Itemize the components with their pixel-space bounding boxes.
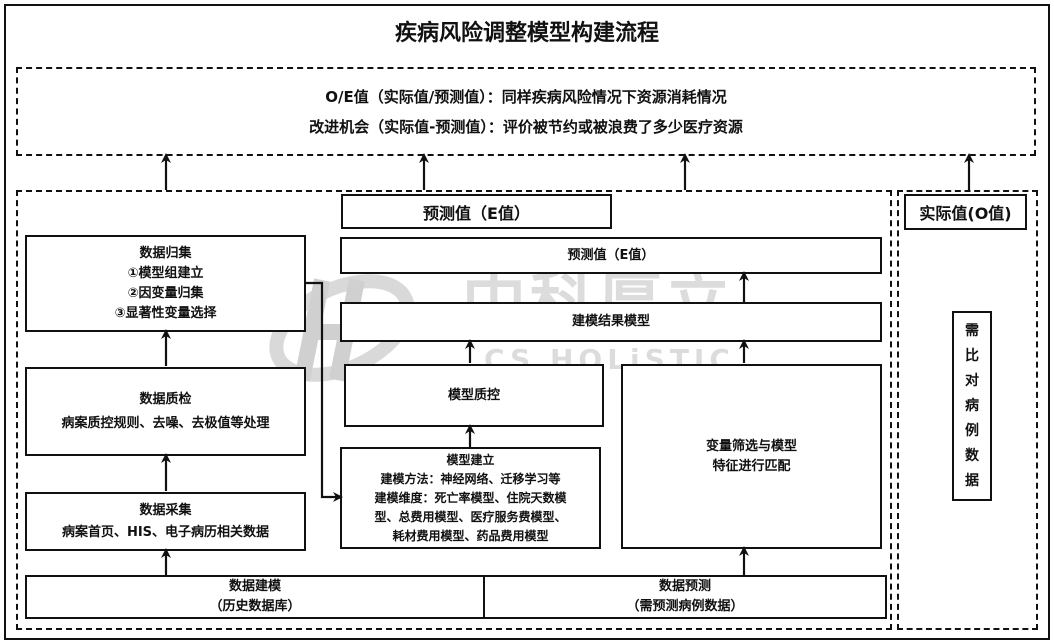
- need-compare-char: 据: [965, 472, 979, 489]
- predicted-value-box: 预测值（E值）: [340, 237, 882, 274]
- oe-value-box: O/E值（实际值/预测值）：同样疾病风险情况下资源消耗情况 改进机会（实际值-预…: [16, 67, 1036, 156]
- data-gathering-title: 数据采集: [139, 502, 192, 518]
- data-prediction-box: 数据预测 （需预测病例数据）: [483, 575, 887, 619]
- model-building-line: 建模方法：神经网络、迁移学习等: [380, 471, 561, 486]
- need-compare-box: 需 比 对 病 例 数 据: [952, 311, 992, 501]
- model-result-box: 建模结果模型: [340, 302, 882, 342]
- need-compare-char: 比: [965, 347, 979, 364]
- need-compare-char: 数: [965, 447, 979, 464]
- actual-value-header: 实际值(O值): [904, 194, 1027, 230]
- data-modeling-box: 数据建模 （历史数据库）: [25, 575, 485, 619]
- data-prediction-title: 数据预测: [658, 579, 711, 594]
- predicted-value-header: 预测值（E值）: [341, 194, 612, 229]
- predicted-section: [16, 190, 892, 630]
- data-collection-item: ②因变量归集: [127, 285, 204, 301]
- oe-ratio-text: O/E值（实际值/预测值）：同样疾病风险情况下资源消耗情况: [325, 87, 727, 106]
- improvement-text: 改进机会（实际值-预测值）：评价被节约或被浪费了多少医疗资源: [309, 117, 743, 136]
- variable-selection-line: 特征进行匹配: [712, 458, 791, 474]
- data-gathering-desc: 病案首页、HIS、电子病历相关数据: [61, 524, 270, 540]
- data-collection-title: 数据归集: [139, 245, 192, 261]
- data-quality-title: 数据质检: [139, 391, 192, 407]
- page-title: 疾病风险调整模型构建流程: [394, 21, 659, 46]
- data-collection-item: ①模型组建立: [127, 265, 204, 281]
- actual-section: [897, 190, 1038, 630]
- model-building-title: 模型建立: [446, 452, 495, 467]
- connector-arrow: [306, 281, 343, 502]
- model-building-box: 模型建立 建模方法：神经网络、迁移学习等 建模维度：死亡率模型、住院天数模 型、…: [340, 447, 601, 549]
- need-compare-char: 病: [965, 397, 979, 414]
- need-compare-char: 对: [965, 372, 979, 389]
- model-building-line: 耗材费用模型、药品费用模型: [392, 528, 549, 543]
- data-prediction-sub: （需预测病例数据）: [626, 599, 744, 614]
- need-compare-char: 例: [965, 422, 979, 439]
- data-modeling-title: 数据建模: [228, 579, 281, 594]
- outer-frame: [4, 4, 1050, 640]
- need-compare-char: 需: [965, 322, 979, 339]
- variable-selection-line: 变量筛选与模型: [705, 438, 797, 454]
- data-quality-box: 数据质检 病案质控规则、去噪、去极值等处理: [25, 367, 306, 456]
- model-building-line: 型、总费用模型、医疗服务费模型、: [374, 509, 567, 524]
- data-quality-desc: 病案质控规则、去噪、去极值等处理: [61, 415, 270, 431]
- data-modeling-sub: （历史数据库）: [209, 599, 301, 614]
- variable-selection-box: 变量筛选与模型 特征进行匹配: [621, 364, 882, 549]
- data-collection-item: ③显著性变量选择: [114, 305, 217, 321]
- model-building-line: 建模维度：死亡率模型、住院天数模: [374, 490, 567, 505]
